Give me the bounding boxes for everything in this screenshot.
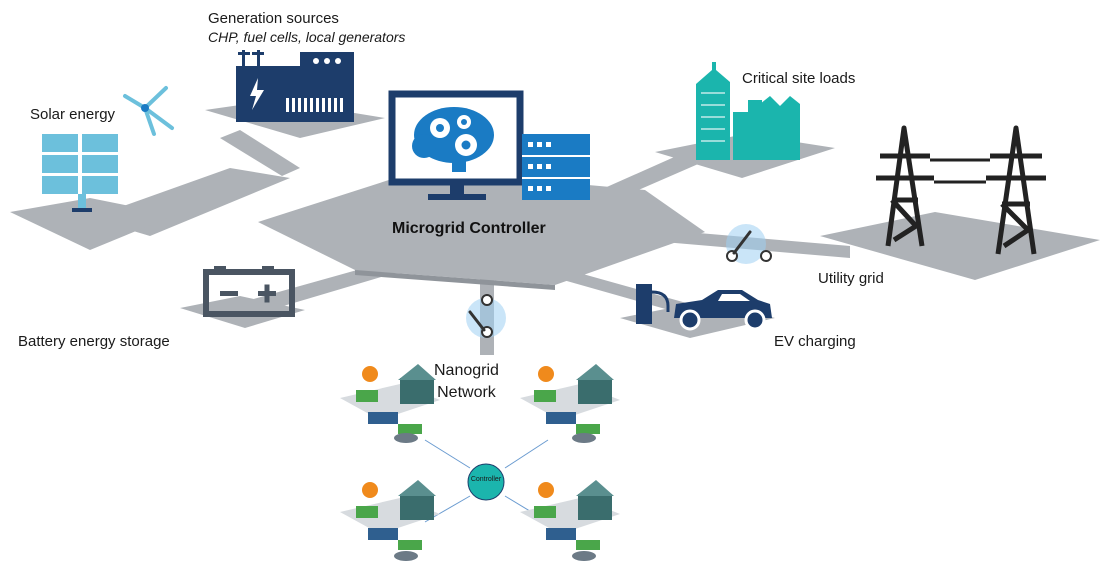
sun-icon xyxy=(362,366,378,382)
microgrid-controller-label: Microgrid Controller xyxy=(392,220,546,237)
car-icon xyxy=(674,290,772,331)
ev-charging-label: EV charging xyxy=(774,333,856,350)
utility-grid-label: Utility grid xyxy=(818,270,884,287)
solar-energy-label: Solar energy xyxy=(30,106,116,123)
nanogrid-controller-label: Controller xyxy=(470,476,502,483)
wind-turbine-icon xyxy=(123,86,174,136)
battery-icon xyxy=(203,266,295,317)
solar-panel-icon xyxy=(42,134,118,212)
central-platform-shadow xyxy=(355,270,555,290)
central-platform xyxy=(258,170,705,285)
house-icon xyxy=(578,378,612,404)
nanogrid-network-label: Nanogrid Network xyxy=(434,360,499,404)
road-to-generation xyxy=(220,130,300,176)
generation-sources-subtitle: CHP, fuel cells, local generators xyxy=(208,29,406,45)
nanogrid-controller-node xyxy=(467,463,505,501)
nanogrid-label-line1: Nanogrid xyxy=(434,362,499,379)
generation-sources-label: Generation sources xyxy=(208,10,339,27)
nanogrid-switch-icon xyxy=(466,294,506,338)
gears-icon xyxy=(430,115,477,156)
nanogrid-cluster-3 xyxy=(340,480,440,561)
utility-switch-icon xyxy=(726,224,772,264)
nanogrid-cluster-4 xyxy=(520,480,620,561)
sun-icon xyxy=(538,366,554,382)
battery-storage-label: Battery energy storage xyxy=(18,333,170,350)
road-to-critical xyxy=(600,150,712,198)
critical-site-loads-label: Critical site loads xyxy=(742,70,856,87)
nanogrid-label-line2: Network xyxy=(437,384,496,401)
transmission-tower-icon xyxy=(876,125,1046,255)
sun-icon xyxy=(362,482,378,498)
generator-icon xyxy=(236,50,354,122)
ev-charger-icon xyxy=(636,284,670,324)
house-icon xyxy=(578,494,612,520)
nanogrid-cluster-2 xyxy=(520,364,620,443)
sun-icon xyxy=(538,482,554,498)
solar-platform xyxy=(10,198,175,250)
house-icon xyxy=(400,378,434,404)
server-rack-icon xyxy=(522,134,590,200)
nanogrid-cluster-1 xyxy=(340,364,440,443)
house-icon xyxy=(400,494,434,520)
buildings-icon xyxy=(696,62,800,160)
